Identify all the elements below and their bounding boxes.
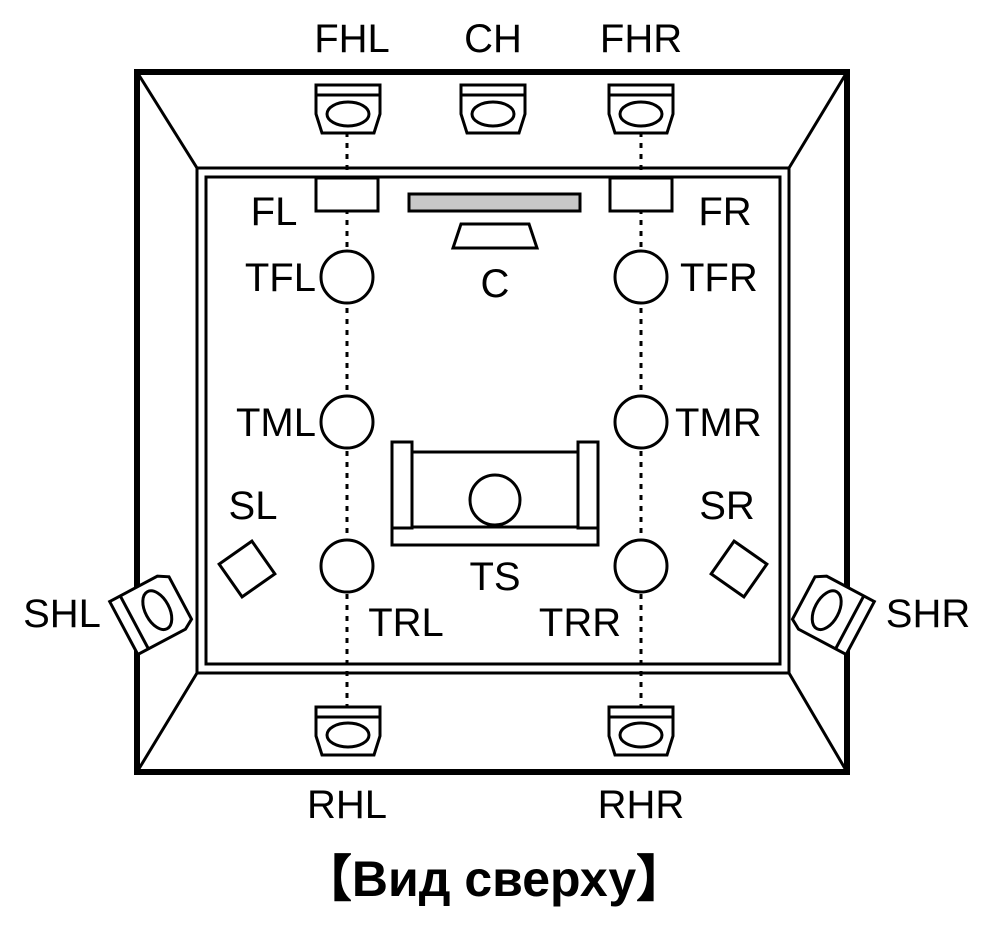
room-inner-wall-line <box>204 175 782 666</box>
height-speaker-ch <box>459 83 527 135</box>
label-fr: FR <box>698 190 751 234</box>
label-fl: FL <box>251 190 298 234</box>
height-speaker-fhl <box>314 83 382 135</box>
speaker-trl <box>319 538 375 594</box>
height-speaker-fhr <box>607 83 675 135</box>
label-sl: SL <box>229 484 278 528</box>
speaker-tml <box>319 394 375 450</box>
label-tfl: TFL <box>245 256 316 300</box>
top-speakers <box>319 249 669 594</box>
label-ch: CH <box>464 17 522 61</box>
label-c: C <box>481 262 510 306</box>
corner-line-bottom-right <box>787 672 849 773</box>
height-speaker-rhr <box>607 705 675 757</box>
sofa-left-arm <box>390 440 414 530</box>
label-ts: TS <box>469 555 520 599</box>
label-tml: TML <box>236 401 316 445</box>
speaker-c <box>450 222 540 250</box>
speaker-sr <box>709 539 769 599</box>
label-trl: TRL <box>368 601 444 645</box>
room-outer-wall <box>134 69 850 775</box>
height-speaker-rhl <box>314 705 382 757</box>
speaker-labels: FHL CH FHR FL FR C TFL TFR TML TMR SL SR… <box>23 17 970 827</box>
speaker-tmr <box>613 394 669 450</box>
label-sr: SR <box>699 484 755 528</box>
label-tmr: TMR <box>675 401 762 445</box>
label-fhr: FHR <box>600 17 682 61</box>
room <box>134 69 850 775</box>
label-fhl: FHL <box>314 17 390 61</box>
corner-line-top-right <box>787 71 849 169</box>
label-trr: TRR <box>539 601 621 645</box>
room-inner-wall <box>195 166 791 675</box>
corner-line-top-left <box>135 71 199 169</box>
height-speaker-shl <box>107 574 194 657</box>
tv-screen <box>407 192 582 213</box>
sofa <box>390 440 600 547</box>
sofa-base <box>390 525 600 547</box>
label-shl: SHL <box>23 592 101 636</box>
label-rhr: RHR <box>598 783 685 827</box>
diagram-caption: 【Вид сверху】 <box>302 851 686 907</box>
speaker-trr <box>613 538 669 594</box>
speaker-fl <box>314 176 380 213</box>
speaker-tfl <box>319 249 375 305</box>
label-shr: SHR <box>886 592 970 636</box>
height-speaker-shr <box>790 574 877 657</box>
speaker-fr <box>608 176 674 213</box>
label-tfr: TFR <box>680 256 758 300</box>
speaker-tfr <box>613 249 669 305</box>
sofa-right-arm <box>576 440 600 530</box>
corner-line-bottom-left <box>135 672 199 773</box>
speaker-ts <box>468 473 522 527</box>
speaker-sl <box>217 539 277 599</box>
label-rhl: RHL <box>307 783 387 827</box>
